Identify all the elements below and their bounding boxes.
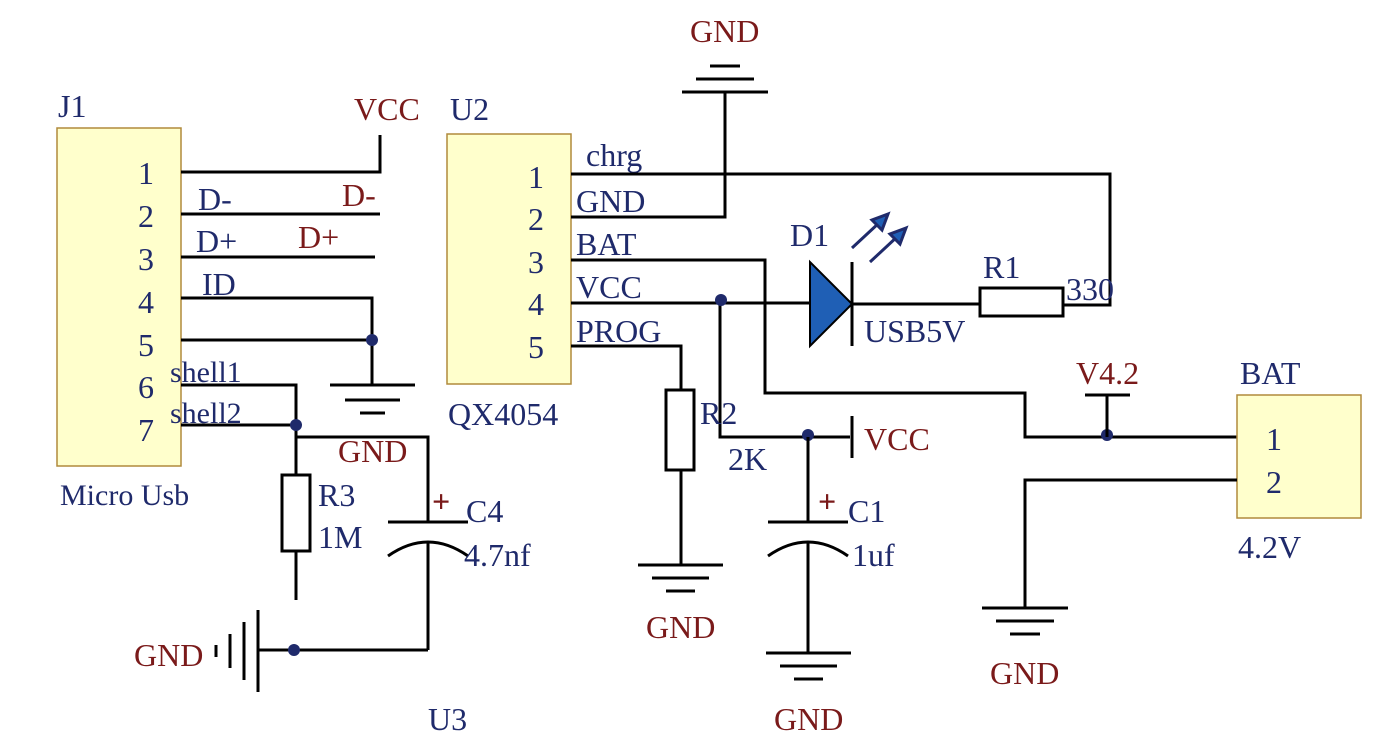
- resistor-r3: [280, 473, 312, 600]
- j1-netlabel-dminus: D-: [342, 177, 376, 213]
- resistor-r2: [664, 388, 696, 472]
- j1-pin-1: 1: [138, 155, 154, 191]
- gnd-symbol-u3: [214, 610, 428, 692]
- u2-ref: U2: [450, 91, 489, 127]
- j1-ref: J1: [58, 88, 86, 124]
- j1-net-shell2: shell2: [170, 397, 242, 430]
- r1-value: 330: [1066, 271, 1114, 307]
- gnd-symbol-r2: [638, 563, 723, 593]
- u2-pin-1: 1: [528, 159, 544, 195]
- j1-net-dminus: D-: [198, 181, 232, 217]
- led-arrow-2: [887, 225, 909, 247]
- j1-net-id: ID: [202, 266, 236, 302]
- j1-pin-6: 6: [138, 369, 154, 405]
- led-d1: [809, 211, 980, 349]
- j1-netlabel-dplus: D+: [298, 219, 339, 255]
- ic-u2: U2 QX4054 1 2 3 4 5: [446, 91, 572, 432]
- u2-wires: [571, 92, 1237, 565]
- wire-bat-gnd: [1023, 478, 1237, 608]
- j1-pin-7: 7: [138, 412, 154, 448]
- j1-name: Micro Usb: [60, 479, 189, 512]
- connector-bat: BAT 1 2 4.2V: [1236, 355, 1362, 565]
- capacitor-c4: [387, 520, 469, 650]
- d1-value: USB5V: [864, 313, 965, 349]
- v42-flag: [1085, 393, 1130, 437]
- j1-pin-2: 2: [138, 198, 154, 234]
- u2-net-gnd: GND: [576, 183, 645, 219]
- vcc-label-c1: VCC: [864, 421, 930, 457]
- r3-value: 1M: [318, 519, 362, 555]
- gnd-label-r2: GND: [646, 609, 715, 645]
- j1-body: [56, 127, 182, 467]
- u2-pin-4: 4: [528, 286, 544, 322]
- u2-pin-2: 2: [528, 201, 544, 237]
- wire-prog: [571, 344, 683, 390]
- bat-pin-1: 1: [1266, 421, 1282, 457]
- junction-c1: [802, 429, 814, 441]
- r2-ref: R2: [700, 395, 737, 431]
- u2-net-bat: BAT: [576, 226, 637, 262]
- j1-pin-5: 5: [138, 327, 154, 363]
- u2-pin-3: 3: [528, 244, 544, 280]
- junction-shell: [290, 419, 302, 431]
- wire-gnd-top: [571, 92, 727, 219]
- d1-ref: D1: [790, 217, 829, 253]
- c1-ref: C1: [848, 493, 885, 529]
- bat-ref: BAT: [1240, 355, 1301, 391]
- u3-ref: U3: [428, 701, 467, 737]
- wire-bat: [571, 258, 1237, 439]
- bat-body: [1236, 394, 1362, 519]
- v42-label: V4.2: [1076, 355, 1139, 391]
- gnd-label-c1: GND: [774, 701, 843, 737]
- junction-vcc: [715, 294, 727, 306]
- r1-ref: R1: [983, 249, 1020, 285]
- u2-pin-5: 5: [528, 329, 544, 365]
- gnd-symbol-j1: [330, 383, 415, 415]
- bat-value: 4.2V: [1238, 529, 1301, 565]
- c1-value: 1uf: [852, 537, 895, 573]
- u2-net-chrg: chrg: [586, 137, 642, 173]
- j1-pin-4: 4: [138, 284, 154, 320]
- gnd-label-top: GND: [690, 13, 759, 49]
- junction-j1-id: [366, 334, 378, 346]
- gnd-symbol-bat: [982, 606, 1068, 636]
- resistor-r1: [978, 286, 1065, 318]
- c4-value: 4.7nf: [464, 537, 531, 573]
- r2-value: 2K: [728, 441, 767, 477]
- u2-net-prog: PROG: [576, 313, 661, 349]
- u2-name: QX4054: [448, 396, 558, 432]
- r3-ref: R3: [318, 477, 355, 513]
- gnd-symbol-c1: [766, 651, 851, 681]
- bat-pin-2: 2: [1266, 464, 1282, 500]
- gnd-label-bat: GND: [990, 655, 1059, 691]
- j1-pin-3: 3: [138, 241, 154, 277]
- connector-j1: J1 Micro Usb 1 2 3 4 5 6 7: [56, 88, 189, 512]
- j1-wires: [181, 135, 430, 522]
- led-arrow-1: [869, 211, 891, 233]
- c4-polarity: +: [432, 483, 450, 519]
- gnd-label-j1: GND: [338, 433, 407, 469]
- wire-chrg: [571, 172, 1112, 307]
- wire-j1-id: [181, 296, 374, 385]
- c1-polarity: +: [818, 483, 836, 519]
- vcc-label-j1: VCC: [354, 91, 420, 127]
- gnd-label-u3: GND: [134, 637, 203, 673]
- j1-net-shell1: shell1: [170, 356, 242, 389]
- u2-net-vcc: VCC: [576, 269, 642, 305]
- j1-net-dplus: D+: [196, 223, 237, 259]
- wire-j1-shell1: [181, 383, 298, 425]
- gnd-symbol-top: [682, 64, 768, 94]
- c4-ref: C4: [466, 493, 503, 529]
- capacitor-c1: [767, 437, 849, 653]
- u2-body: [446, 133, 572, 385]
- wire-j1-vcc: [181, 135, 382, 174]
